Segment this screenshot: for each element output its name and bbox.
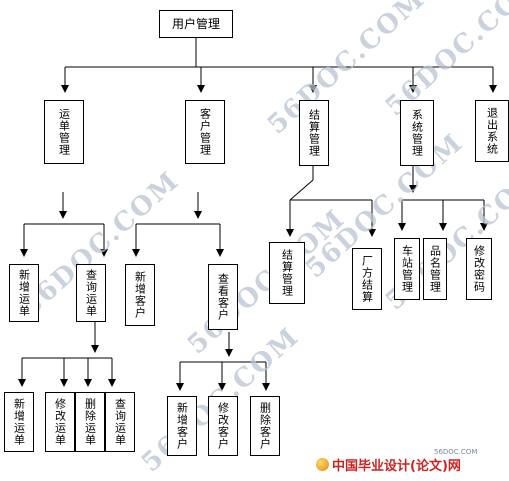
node-settlement-management: 结算管理 xyxy=(299,100,329,166)
footer-logo: 中国毕业设计(论文)网 xyxy=(316,455,461,474)
node-system-management: 系统管理 xyxy=(400,100,434,166)
node-cu-add: 新增客户 xyxy=(125,264,155,326)
footer-logo-text: 中国毕业设计(论文)网 xyxy=(332,459,461,474)
node-wq-add: 新增运单 xyxy=(4,392,34,452)
node-wq-query: 查询运单 xyxy=(105,392,135,452)
node-cu-query: 查看客户 xyxy=(208,264,238,330)
node-cq-delete: 删除客户 xyxy=(250,396,280,456)
node-cq-add: 新增客户 xyxy=(167,396,197,456)
node-wb-query: 查询运单 xyxy=(76,264,106,322)
node-waybill-management: 运单管理 xyxy=(44,100,84,164)
node-customer-management: 客户管理 xyxy=(185,100,225,164)
node-cq-edit: 修改客户 xyxy=(208,396,238,456)
node-wq-edit: 修改运单 xyxy=(45,392,75,452)
node-st-settle: 结算管理 xyxy=(269,242,305,304)
node-exit-system: 退出系统 xyxy=(475,100,509,162)
node-sy-station: 车站管理 xyxy=(394,238,420,300)
settlement-join xyxy=(289,179,314,201)
globe-icon xyxy=(316,458,329,471)
footer-site: 56DOC.COM xyxy=(434,448,478,456)
node-sy-password: 修改密码 xyxy=(466,238,492,300)
node-st-factory: 厂方结算 xyxy=(352,248,382,310)
node-wq-delete: 删除运单 xyxy=(75,392,105,452)
node-wb-add: 新增运单 xyxy=(9,264,39,322)
node-sy-product: 品名管理 xyxy=(423,238,447,300)
node-user-management: 用户管理 xyxy=(159,10,233,38)
